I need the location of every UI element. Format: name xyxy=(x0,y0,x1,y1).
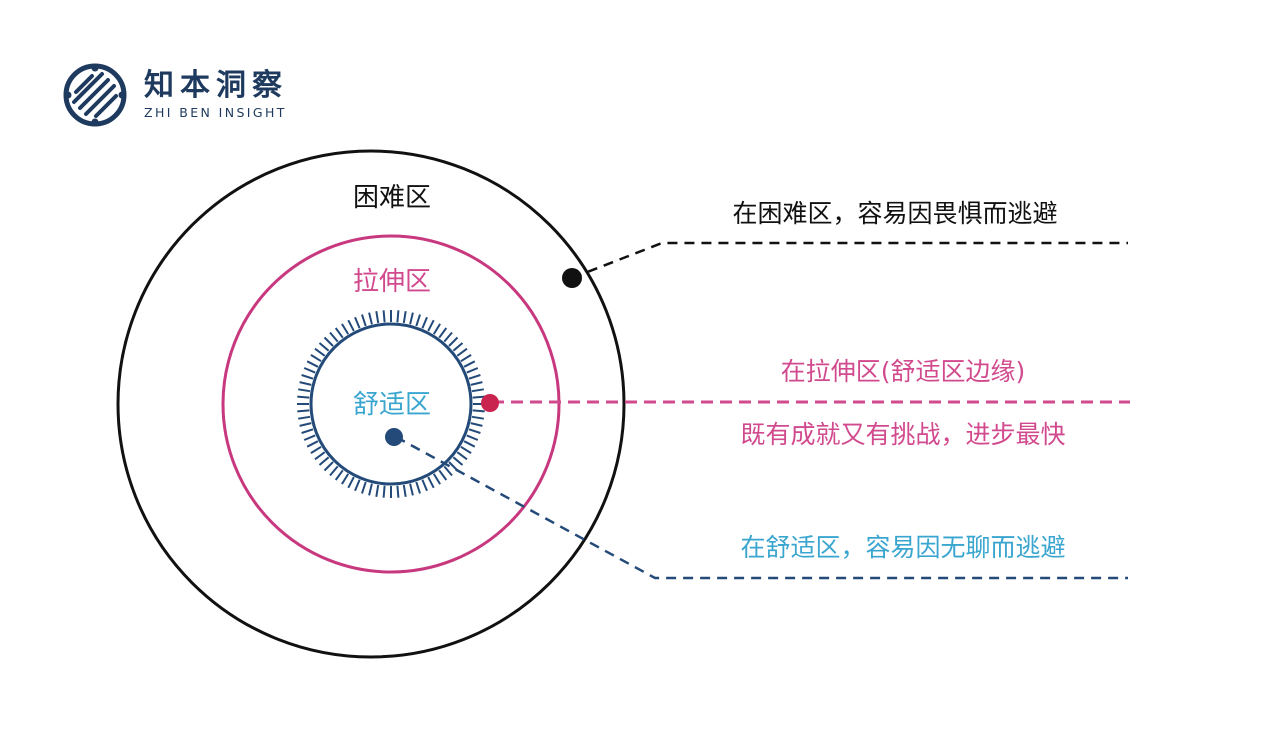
brand-logo: 知本洞察 ZHI BEN INSIGHT xyxy=(62,62,288,128)
circuit-globe-icon xyxy=(63,63,127,127)
comfort-zone-tick xyxy=(466,434,479,441)
comfort-zone-tick xyxy=(303,367,316,374)
comfort-zone-tick xyxy=(421,316,428,329)
comfort-zone-tick xyxy=(318,456,330,466)
difficult-callout-text: 在困难区，容易因畏惧而逃避 xyxy=(732,199,1057,228)
comfort-zone-tick xyxy=(438,469,448,481)
comfort-callout-text: 在舒适区，容易因无聊而逃避 xyxy=(740,533,1065,562)
comfort-zone-tick xyxy=(443,465,453,477)
comfort-zone-ticks xyxy=(297,310,485,498)
comfort-zone-tick xyxy=(334,327,344,339)
comfort-zone-circle xyxy=(309,322,473,486)
comfort-zone-tick xyxy=(299,422,312,427)
comfort-zone-tick xyxy=(329,331,339,343)
comfort-zone-tick xyxy=(347,319,355,332)
comfort-zone-tick xyxy=(323,461,334,472)
comfort-zone-tick xyxy=(299,381,312,386)
difficult-zone-circle xyxy=(116,149,626,659)
comfort-zone-tick xyxy=(409,312,414,325)
comfort-zone-tick xyxy=(301,374,314,380)
comfort-point-marker xyxy=(385,428,403,446)
comfort-zone-tick xyxy=(463,440,476,448)
comfort-zone-tick xyxy=(466,367,479,374)
comfort-zone-tick xyxy=(314,451,326,461)
comfort-zone-tick xyxy=(471,415,484,420)
comfort-zone-tick xyxy=(472,409,485,413)
comfort-zone-tick xyxy=(329,465,339,477)
comfort-zone-tick xyxy=(470,381,483,386)
comfort-zone-tick xyxy=(298,388,311,393)
comfort-zone-tick xyxy=(341,323,350,335)
comfort-zone-tick xyxy=(341,473,350,485)
difficult-zone-label: 困难区 xyxy=(353,183,431,213)
comfort-zone-tick xyxy=(297,409,310,413)
comfort-zone-tick xyxy=(438,327,448,339)
comfort-zone-tick xyxy=(427,476,435,489)
comfort-zone-tick xyxy=(314,347,326,357)
comfort-zone-tick xyxy=(452,342,464,352)
comfort-zone-tick xyxy=(306,440,319,448)
comfort-zone-tick xyxy=(303,434,316,441)
comfort-zone-tick xyxy=(306,360,319,368)
comfort-zone-tick xyxy=(460,445,472,454)
comfort-zone-tick xyxy=(415,481,421,494)
comfort-zone-tick xyxy=(354,479,361,492)
comfort-zone-tick xyxy=(368,483,373,496)
comfort-zone-tick xyxy=(468,428,481,434)
comfort-zone-tick xyxy=(297,395,310,399)
comfort-leader-line xyxy=(395,435,1128,580)
comfort-zone-tick xyxy=(361,481,367,494)
difficult-point-marker xyxy=(562,268,582,288)
comfort-zone-label: 舒适区 xyxy=(353,390,431,420)
comfort-zone-tick xyxy=(460,354,472,363)
comfort-zone-tick xyxy=(456,451,468,461)
comfort-zone-tick xyxy=(396,485,400,498)
comfort-zone-tick xyxy=(375,484,380,497)
comfort-zone-tick xyxy=(310,354,322,363)
comfort-zone-tick xyxy=(368,312,373,325)
comfort-zone-tick xyxy=(298,415,311,420)
logo-name-cn: 知本洞察 xyxy=(144,68,288,103)
difficult-leader-line xyxy=(571,241,1128,280)
comfort-zone-tick xyxy=(421,479,428,492)
comfort-zone-tick xyxy=(318,342,330,352)
comfort-zone-tick xyxy=(468,374,481,380)
comfort-zone-tick xyxy=(382,485,386,498)
stretch-callout-line1: 在拉伸区(舒适区边缘) xyxy=(781,357,1026,386)
stretch-zone-circle xyxy=(221,234,561,574)
comfort-zone-tick xyxy=(402,311,407,324)
stretch-zone-label: 拉伸区 xyxy=(353,267,431,297)
logo-name-en: ZHI BEN INSIGHT xyxy=(144,105,287,120)
comfort-zone-tick xyxy=(323,336,334,347)
comfort-zone-tick xyxy=(432,473,441,485)
comfort-zone-tick xyxy=(354,316,361,329)
comfort-zone-tick xyxy=(470,422,483,427)
comfort-zone-tick xyxy=(396,310,400,323)
comfort-zone-tick xyxy=(361,314,367,327)
comfort-zone-tick xyxy=(443,331,453,343)
comfort-zone-tick xyxy=(415,314,421,327)
stretch-point-marker xyxy=(481,394,499,412)
comfort-zone-tick xyxy=(334,469,344,481)
comfort-zone-tick xyxy=(301,428,314,434)
comfort-zone-tick xyxy=(427,319,435,332)
comfort-zone-tick xyxy=(310,445,322,454)
comfort-zone-tick xyxy=(463,360,476,368)
comfort-zone-tick xyxy=(375,311,380,324)
stretch-callout-line2: 既有成就又有挑战，进步最快 xyxy=(740,420,1065,449)
comfort-zone-tick xyxy=(471,388,484,393)
comfort-zone-tick xyxy=(409,483,414,496)
comfort-zone-tick xyxy=(448,336,459,347)
comfort-zone-tick xyxy=(452,456,464,466)
comfort-zone-tick xyxy=(382,310,386,323)
comfort-zone-tick xyxy=(402,484,407,497)
comfort-zone-tick xyxy=(347,476,355,489)
comfort-zone-tick xyxy=(456,347,468,357)
comfort-zone-tick xyxy=(472,395,485,399)
comfort-zone-tick xyxy=(432,323,441,335)
